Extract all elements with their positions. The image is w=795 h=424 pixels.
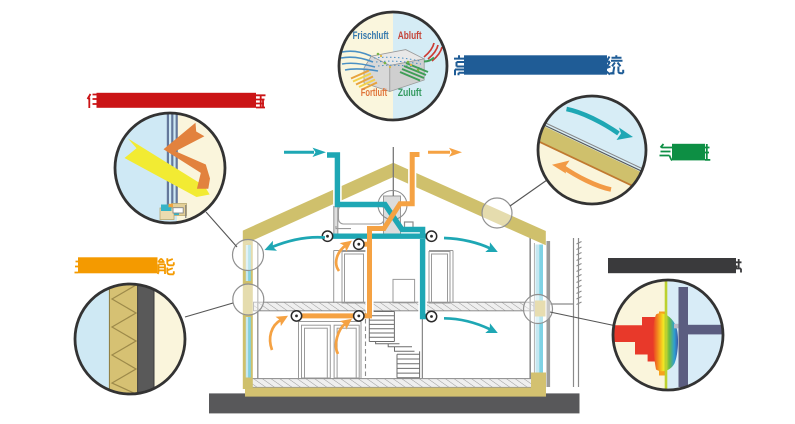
- svg-text:Fortluft: Fortluft: [361, 87, 388, 99]
- svg-text:Frischluft: Frischluft: [353, 30, 389, 42]
- svg-text:Abluft: Abluft: [398, 30, 422, 42]
- svg-text:Zuluft: Zuluft: [398, 87, 422, 99]
